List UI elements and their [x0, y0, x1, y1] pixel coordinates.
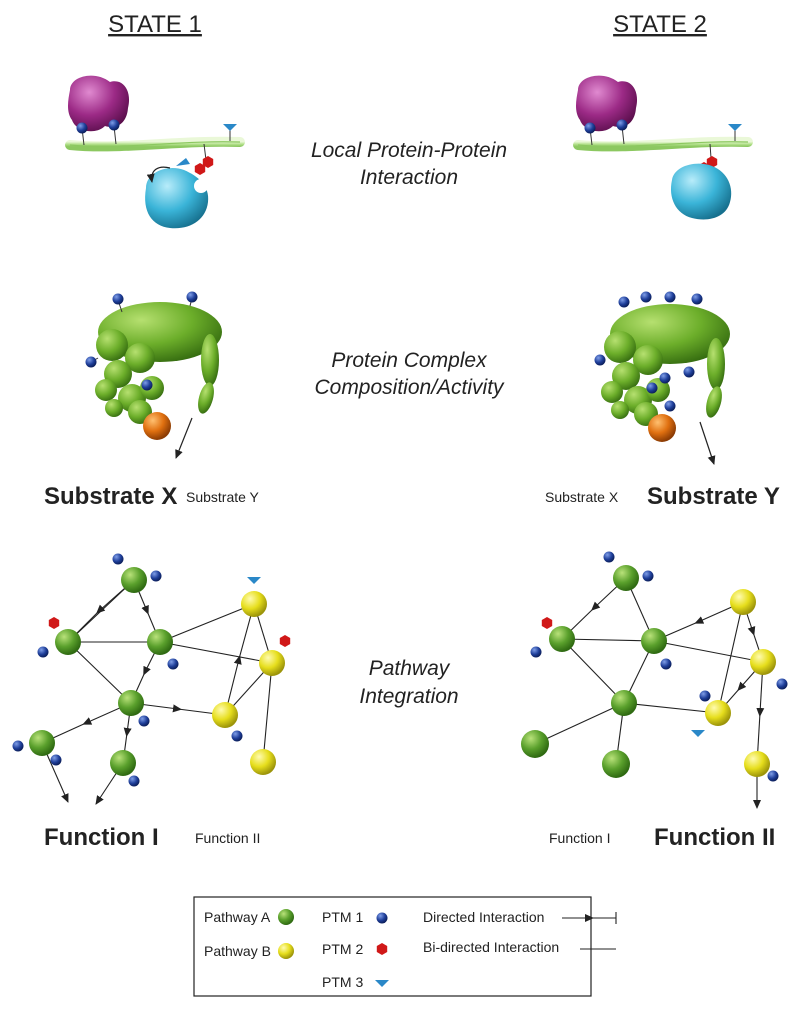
- legend-ptm1: PTM 1: [322, 909, 363, 925]
- cyan-protein: [145, 168, 209, 229]
- ptm3-marker: [728, 124, 742, 131]
- pathway-a-legend-icon: [278, 909, 294, 925]
- local-interaction-state2: [573, 75, 753, 220]
- pathway-a-node: [121, 567, 147, 593]
- pathway-b-legend-icon: [278, 943, 294, 959]
- legend-pathway-a: Pathway A: [204, 909, 271, 925]
- pathway-a-node: [29, 730, 55, 756]
- ptm3-marker: [691, 730, 705, 737]
- pathway-a-node: [110, 750, 136, 776]
- ptm1-marker: [141, 379, 153, 391]
- ptm1-marker: [12, 740, 24, 752]
- ptm1-marker: [186, 291, 198, 303]
- ptm1-marker: [76, 122, 88, 134]
- protein-complex-state1: [85, 291, 222, 459]
- ptm1-marker: [167, 658, 179, 670]
- pathway-a-node: [55, 629, 81, 655]
- local-interaction-state1: [65, 75, 245, 229]
- ptm1-marker: [112, 293, 124, 305]
- ptm1-marker: [530, 646, 542, 658]
- section-local-line2: Interaction: [360, 166, 458, 189]
- ptm1-marker: [660, 658, 672, 670]
- pathway-a-node: [613, 565, 639, 591]
- legend-ptm3: PTM 3: [322, 974, 363, 990]
- ptm3-marker: [247, 577, 261, 584]
- ptm1-marker: [603, 551, 615, 563]
- pathway-b-node: [212, 702, 238, 728]
- ptm1-marker: [37, 646, 49, 658]
- ptm3-marker: [223, 124, 237, 131]
- ptm1-marker: [664, 400, 676, 412]
- ptm1-marker: [50, 754, 62, 766]
- pathway-network-state1: [12, 553, 291, 805]
- ptm2-marker: [48, 617, 60, 629]
- function-i-state2: Function I: [549, 830, 610, 846]
- section-complex-line1: Protein Complex: [331, 349, 488, 372]
- substrate-x-state1: Substrate X: [44, 483, 177, 510]
- ptm1-marker: [691, 293, 703, 305]
- state1-header: STATE 1: [108, 11, 202, 38]
- pathway-a-node: [549, 626, 575, 652]
- ptm2-marker: [541, 617, 553, 629]
- pathway-b-node: [259, 650, 285, 676]
- ptm1-marker: [128, 775, 140, 787]
- pathway-a-node: [602, 750, 630, 778]
- ptm1-marker: [138, 715, 150, 727]
- pathway-b-node: [241, 591, 267, 617]
- legend: Pathway A Pathway B PTM 1 PTM 2 PTM 3 Di…: [193, 896, 617, 997]
- ptm1-marker: [683, 366, 695, 378]
- pathway-a-node: [641, 628, 667, 654]
- protein-complex-state2: [594, 291, 730, 465]
- pathway-a-node: [118, 690, 144, 716]
- section-local-line1: Local Protein-Protein: [311, 139, 507, 162]
- ptm1-marker: [664, 291, 676, 303]
- pathway-a-node: [611, 690, 637, 716]
- function-i-state1: Function I: [44, 824, 159, 851]
- function-ii-state1: Function II: [195, 830, 260, 846]
- legend-box: [193, 896, 592, 997]
- ptm1-marker: [150, 570, 162, 582]
- legend-bidirected: Bi-directed Interaction: [423, 939, 559, 955]
- ptm1-marker: [699, 690, 711, 702]
- pathway-b-node: [750, 649, 776, 675]
- substrate-x-state2: Substrate X: [545, 489, 619, 505]
- ptm1-marker: [594, 354, 606, 366]
- substrate-y-state2: Substrate Y: [647, 483, 780, 510]
- ptm1-marker: [616, 119, 628, 131]
- state2-header: STATE 2: [613, 11, 707, 38]
- pathway-b-node: [705, 700, 731, 726]
- ptm1-marker: [584, 122, 596, 134]
- section-complex-line2: Composition/Activity: [314, 376, 505, 399]
- section-pathway-line2: Integration: [359, 685, 458, 708]
- ptm1-marker: [85, 356, 97, 368]
- purple-protein: [68, 75, 130, 132]
- pathway-a-node: [147, 629, 173, 655]
- substrate-y-state1: Substrate Y: [186, 489, 260, 505]
- legend-ptm2: PTM 2: [322, 941, 363, 957]
- ptm1-marker: [618, 296, 630, 308]
- section-pathway-line1: Pathway: [369, 657, 451, 680]
- ptm1-marker: [776, 678, 788, 690]
- ptm1-marker: [767, 770, 779, 782]
- pathway-a-node: [521, 730, 549, 758]
- pathway-b-node: [730, 589, 756, 615]
- pathway-b-node: [744, 751, 770, 777]
- ptm1-marker: [646, 382, 658, 394]
- ptm2-marker: [279, 635, 291, 647]
- pathway-b-node: [250, 749, 276, 775]
- legend-pathway-b: Pathway B: [204, 943, 271, 959]
- legend-directed: Directed Interaction: [423, 909, 544, 925]
- purple-protein: [576, 75, 638, 132]
- ptm1-marker: [108, 119, 120, 131]
- ptm1-marker: [659, 372, 671, 384]
- function-ii-state2: Function II: [654, 824, 775, 851]
- ptm1-marker: [231, 730, 243, 742]
- ptm1-legend-icon: [376, 912, 388, 924]
- ptm1-marker: [642, 570, 654, 582]
- ptm1-marker: [112, 553, 124, 565]
- cyan-protein: [670, 163, 732, 220]
- pathway-network-state2: [521, 551, 788, 809]
- ptm1-marker: [640, 291, 652, 303]
